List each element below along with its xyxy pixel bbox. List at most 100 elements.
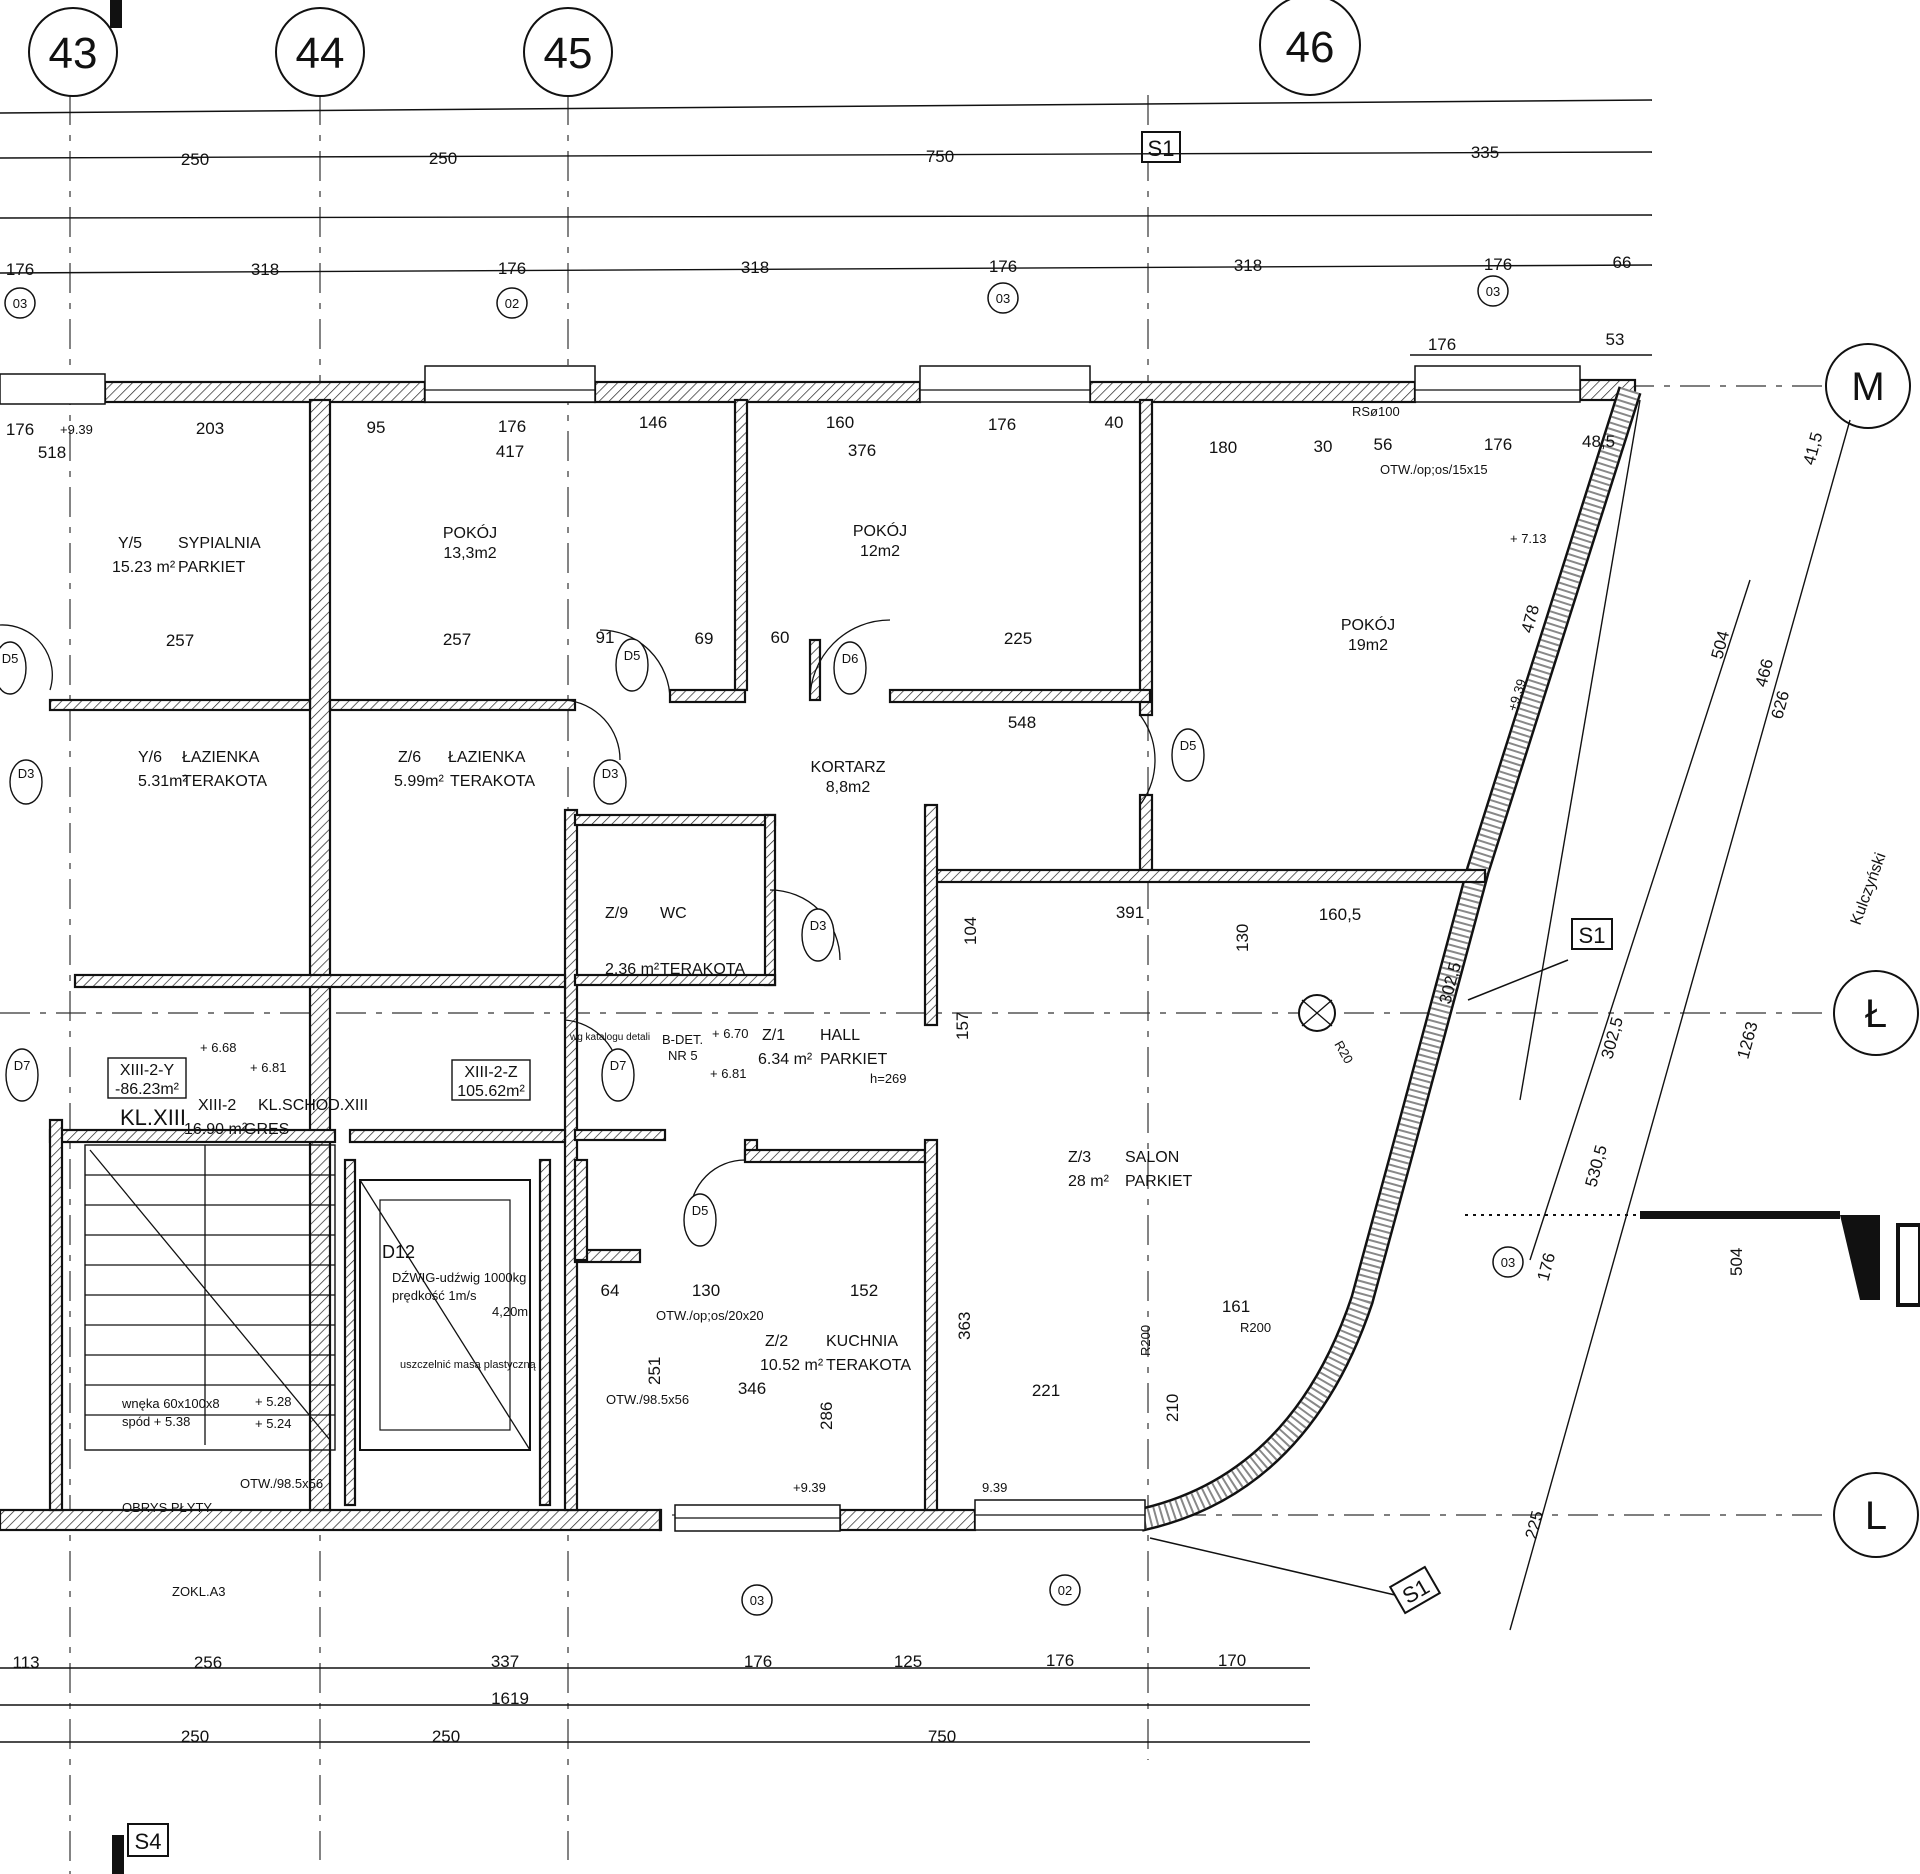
svg-text:45: 45 — [544, 29, 593, 78]
svg-text:uszczelnić masą plastyczną: uszczelnić masą plastyczną — [400, 1359, 537, 1371]
svg-text:ŁAZIENKA: ŁAZIENKA — [182, 749, 260, 766]
svg-text:19m2: 19m2 — [1348, 637, 1388, 654]
room-label-kortarz: KORTARZ 8,8m2 — [811, 759, 886, 796]
svg-text:363: 363 — [955, 1312, 974, 1340]
svg-text:250: 250 — [432, 1727, 460, 1746]
section-mark-top: S1 — [1141, 131, 1181, 163]
svg-text:R20: R20 — [1331, 1038, 1356, 1066]
axis-marker-L-stroke: Ł — [1833, 970, 1919, 1056]
svg-text:250: 250 — [181, 150, 209, 169]
svg-text:POKÓJ: POKÓJ — [853, 521, 907, 540]
svg-text:466: 466 — [1752, 657, 1778, 689]
corner-mark-top — [110, 0, 122, 28]
svg-text:PARKIET: PARKIET — [820, 1051, 888, 1068]
axis-marker-45: 45 — [523, 7, 613, 97]
svg-text:257: 257 — [166, 631, 194, 650]
svg-text:spód + 5.38: spód + 5.38 — [122, 1414, 190, 1429]
svg-text:176: 176 — [6, 420, 34, 439]
svg-text:56: 56 — [1374, 435, 1393, 454]
svg-text:HALL: HALL — [820, 1027, 860, 1044]
svg-text:03: 03 — [1486, 284, 1500, 299]
room-label-lazienka-y: Y/6 ŁAZIENKA 5.31m² TERAKOTA — [138, 749, 267, 790]
room-label-kuchnia: Z/2 KUCHNIA 10.52 m² TERAKOTA — [760, 1333, 911, 1374]
svg-text:TERAKOTA: TERAKOTA — [826, 1357, 911, 1374]
svg-text:176: 176 — [1046, 1651, 1074, 1670]
svg-text:10.52 m²: 10.52 m² — [760, 1357, 824, 1374]
svg-text:41,5: 41,5 — [1800, 430, 1827, 467]
svg-text:Z/3: Z/3 — [1068, 1149, 1091, 1166]
svg-text:+ 7.13: + 7.13 — [1510, 531, 1547, 546]
svg-text:250: 250 — [181, 1727, 209, 1746]
svg-text:Ł: Ł — [1865, 992, 1887, 1036]
svg-text:30: 30 — [1314, 437, 1333, 456]
svg-text:Z/1: Z/1 — [762, 1027, 785, 1044]
svg-text:46: 46 — [1286, 23, 1335, 72]
section-mark-bottom-right: S1 — [1388, 1565, 1442, 1615]
svg-text:S1: S1 — [1148, 136, 1175, 161]
svg-text:4,20m: 4,20m — [492, 1304, 528, 1319]
svg-text:286: 286 — [817, 1402, 836, 1430]
svg-text:03: 03 — [1501, 1255, 1515, 1270]
svg-text:L: L — [1865, 1494, 1887, 1538]
svg-text:251: 251 — [645, 1357, 664, 1385]
svg-text:OTW./op;os/15x15: OTW./op;os/15x15 — [1380, 462, 1488, 477]
axis-marker-44: 44 — [275, 7, 365, 97]
svg-text:504: 504 — [1727, 1248, 1746, 1276]
svg-text:44: 44 — [296, 29, 345, 78]
svg-text:105.62m²: 105.62m² — [457, 1083, 525, 1100]
svg-text:h=269: h=269 — [870, 1071, 907, 1086]
svg-text:XIII-2-Z: XIII-2-Z — [464, 1064, 518, 1081]
right-edge-element — [1465, 1211, 1920, 1307]
svg-text:ŁAZIENKA: ŁAZIENKA — [448, 749, 526, 766]
svg-text:+ 5.28: + 5.28 — [255, 1394, 292, 1409]
svg-text:ZOKL.A3: ZOKL.A3 — [172, 1584, 225, 1599]
svg-text:D7: D7 — [610, 1058, 627, 1073]
door-tags: D5 D5 D5 D5 D6 D3 D3 D3 D7 D7 — [0, 638, 1205, 1247]
svg-text:KUCHNIA: KUCHNIA — [826, 1333, 898, 1350]
svg-text:D5: D5 — [2, 651, 19, 666]
svg-text:Z/6: Z/6 — [398, 749, 421, 766]
svg-text:40: 40 — [1105, 413, 1124, 432]
svg-text:+ 6.81: + 6.81 — [250, 1060, 287, 1075]
svg-text:OBRYS PŁYTY: OBRYS PŁYTY — [122, 1500, 212, 1515]
svg-text:POKÓJ: POKÓJ — [443, 523, 497, 542]
svg-text:176: 176 — [498, 417, 526, 436]
svg-text:PARKIET: PARKIET — [178, 559, 246, 576]
room-label-pokoj-1: POKÓJ 13,3m2 — [443, 523, 497, 562]
svg-text:221: 221 — [1032, 1381, 1060, 1400]
section-mark-right: S1 — [1571, 918, 1613, 950]
svg-text:125: 125 — [894, 1652, 922, 1671]
svg-text:8,8m2: 8,8m2 — [826, 779, 871, 796]
svg-text:16.90 m²: 16.90 m² — [184, 1121, 248, 1138]
svg-text:176: 176 — [1534, 1251, 1560, 1283]
svg-text:RSø100: RSø100 — [1352, 404, 1400, 419]
svg-text:03: 03 — [750, 1593, 764, 1608]
svg-text:OTW./op;os/20x20: OTW./op;os/20x20 — [656, 1308, 764, 1323]
svg-text:176: 176 — [1428, 335, 1456, 354]
elevator-shaft — [359, 1179, 531, 1451]
svg-text:176: 176 — [1484, 255, 1512, 274]
svg-text:02: 02 — [1058, 1583, 1072, 1598]
svg-text:160: 160 — [826, 413, 854, 432]
svg-text:OTW./98.5x56: OTW./98.5x56 — [240, 1476, 323, 1491]
svg-text:66: 66 — [1613, 253, 1632, 272]
svg-text:257: 257 — [443, 630, 471, 649]
svg-text:03: 03 — [996, 291, 1010, 306]
flat-label-y: XIII-2-Y -86.23m² — [107, 1057, 187, 1099]
svg-text:161: 161 — [1222, 1297, 1250, 1316]
svg-text:S1: S1 — [1579, 923, 1606, 948]
axis-marker-L: L — [1833, 1472, 1919, 1558]
svg-text:D5: D5 — [1180, 738, 1197, 753]
svg-text:95: 95 — [367, 418, 386, 437]
svg-text:TERAKOTA: TERAKOTA — [182, 773, 267, 790]
room-label-wc: Z/9 WC 2.36 m² TERAKOTA — [605, 905, 745, 978]
svg-text:5.99m²: 5.99m² — [394, 773, 444, 790]
svg-text:346: 346 — [738, 1379, 766, 1398]
svg-text:D3: D3 — [602, 766, 619, 781]
svg-text:+ 6.81: + 6.81 — [710, 1066, 747, 1081]
svg-text:+ 5.24: + 5.24 — [255, 1416, 292, 1431]
svg-text:R200: R200 — [1240, 1320, 1271, 1335]
svg-text:104: 104 — [961, 917, 980, 945]
svg-text:180: 180 — [1209, 438, 1237, 457]
svg-text:+9.39: +9.39 — [793, 1480, 826, 1495]
